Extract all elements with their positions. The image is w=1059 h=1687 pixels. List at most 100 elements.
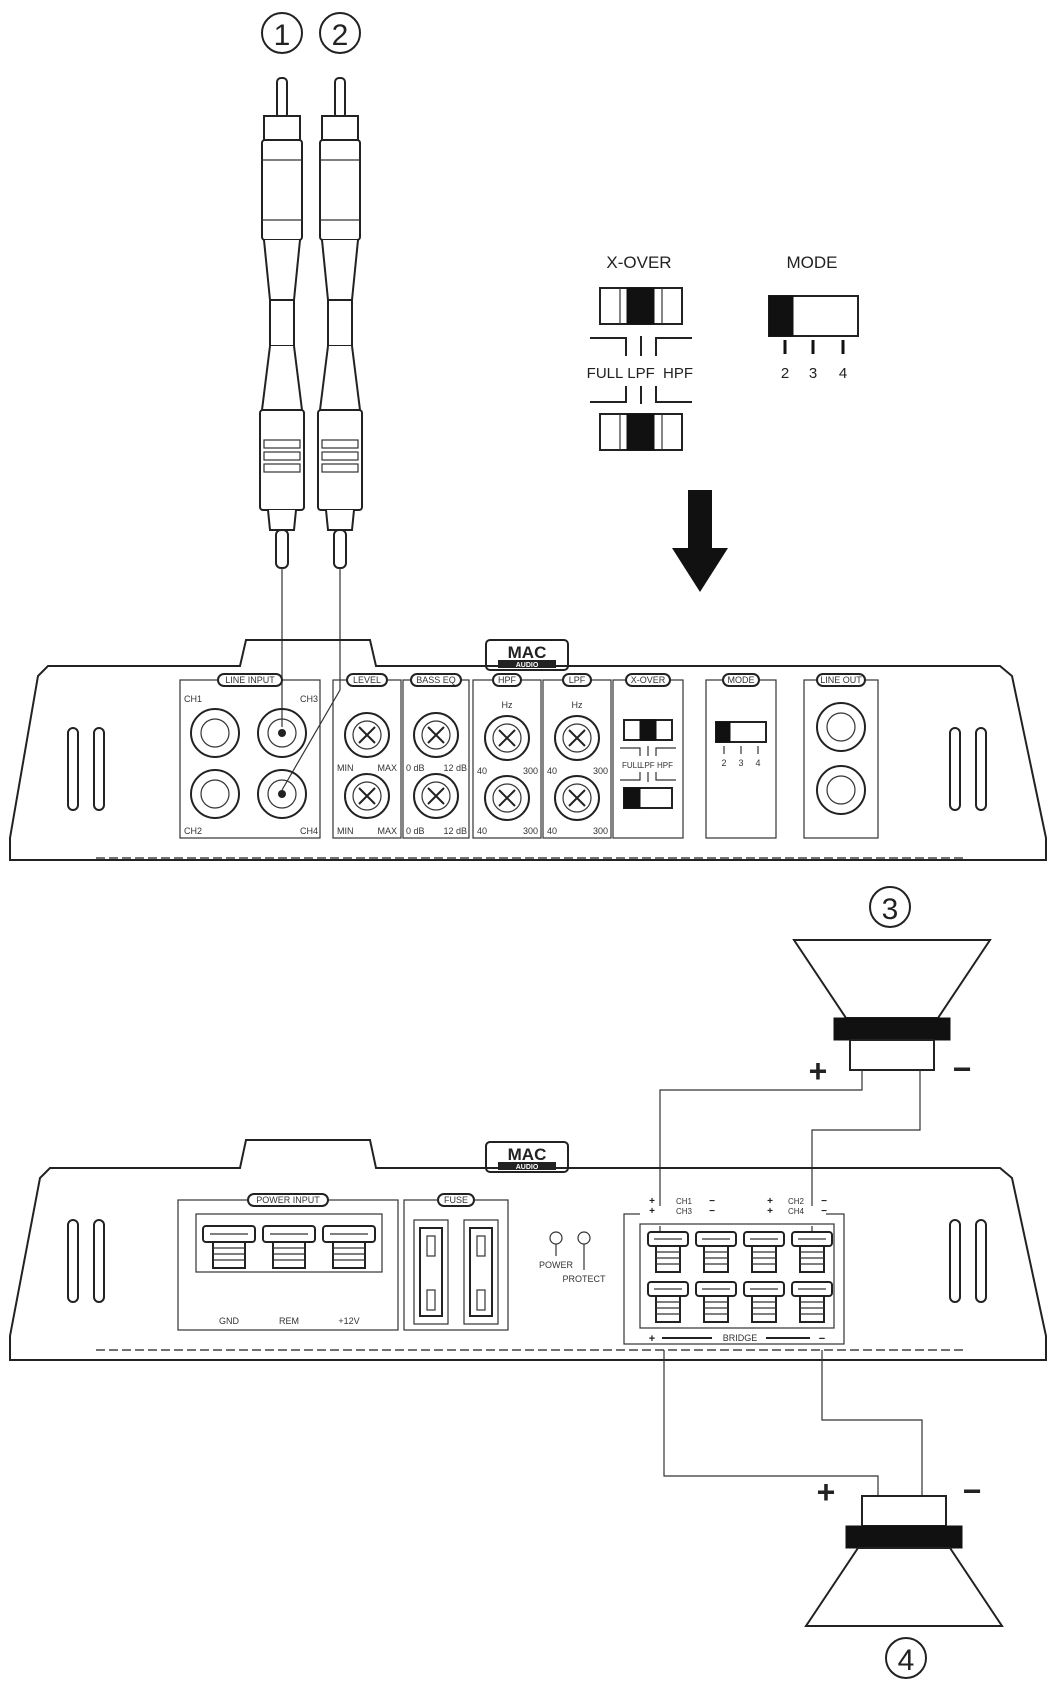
speaker-3-wires	[659, 1070, 921, 1234]
svg-text:HPF: HPF	[663, 365, 693, 382]
lpf-knob-1	[554, 715, 600, 761]
speaker-4-plus: +	[817, 1474, 836, 1510]
bass-eq-section: BASS EQ 0 dB 12 dB 0 dB 12 dB	[402, 673, 470, 839]
svg-text:+12V: +12V	[338, 1316, 359, 1326]
svg-text:−: −	[819, 1333, 825, 1345]
svg-text:40: 40	[547, 826, 557, 836]
svg-text:BRIDGE: BRIDGE	[723, 1333, 758, 1343]
svg-text:FULL: FULL	[622, 761, 642, 770]
power-led-label: POWER	[539, 1260, 574, 1270]
speaker-terminal-7	[743, 1281, 785, 1323]
svg-text:−: −	[709, 1206, 715, 1217]
level-knob-1	[344, 712, 390, 758]
svg-text:CH4: CH4	[788, 1207, 805, 1216]
panel-mode-section: MODE 2 3 4	[705, 673, 777, 839]
hpf-knob-1	[484, 715, 530, 761]
svg-text:0 dB: 0 dB	[406, 826, 425, 836]
svg-text:MAX: MAX	[377, 826, 397, 836]
svg-text:HPF: HPF	[498, 675, 517, 685]
svg-text:CH1: CH1	[184, 694, 202, 704]
svg-text:X-OVER: X-OVER	[631, 675, 666, 685]
callout-1: 1	[261, 12, 303, 54]
speaker-terminal-5	[647, 1281, 689, 1323]
svg-text:AUDIO: AUDIO	[516, 1164, 539, 1171]
mac-audio-logo-bottom: MAC AUDIO	[485, 1141, 569, 1173]
svg-text:−: −	[821, 1206, 827, 1217]
callout-4: 4	[885, 1637, 927, 1679]
lpf-knob-2	[554, 775, 600, 821]
xover-detail: X-OVER FULL LPF HPF	[587, 253, 693, 451]
svg-text:MAC: MAC	[508, 1145, 547, 1164]
svg-text:Hz: Hz	[502, 700, 513, 710]
svg-text:2: 2	[332, 19, 349, 52]
svg-text:LINE INPUT: LINE INPUT	[225, 675, 275, 685]
mac-audio-logo: MAC AUDIO	[485, 639, 569, 671]
svg-text:POWER INPUT: POWER INPUT	[256, 1195, 320, 1205]
svg-text:CH3: CH3	[676, 1207, 693, 1216]
svg-text:4: 4	[898, 1644, 915, 1677]
speaker-3-plus: +	[809, 1053, 828, 1089]
bottom-amplifier-panel: MAC AUDIO POWER INPUT	[9, 1139, 1047, 1361]
svg-text:300: 300	[593, 826, 608, 836]
svg-text:FULL: FULL	[587, 365, 624, 382]
level-section: LEVEL MIN MAX MIN MAX	[332, 673, 402, 839]
rca-cable-2	[281, 77, 363, 791]
fuse-2	[463, 1219, 499, 1325]
svg-text:3: 3	[738, 758, 743, 768]
svg-text:+: +	[649, 1206, 655, 1217]
svg-text:AUDIO: AUDIO	[516, 662, 539, 669]
line-out-jack-1	[816, 702, 866, 752]
svg-text:LPF: LPF	[627, 365, 655, 382]
power-terminal-rem	[262, 1225, 316, 1269]
svg-text:12 dB: 12 dB	[443, 763, 467, 773]
rca-jack-ch3	[257, 708, 307, 758]
speaker-3: + −	[792, 939, 992, 1089]
bass-eq-knob-1	[413, 712, 459, 758]
power-input-section: POWER INPUT GND REM +12V	[177, 1193, 399, 1331]
svg-text:MIN: MIN	[337, 826, 354, 836]
svg-text:1: 1	[274, 19, 291, 52]
lpf-section: LPF Hz 40 300 40 300	[542, 673, 612, 839]
svg-text:CH2: CH2	[184, 826, 202, 836]
down-arrow-icon	[672, 490, 728, 592]
svg-text:4: 4	[839, 365, 847, 382]
svg-text:REM: REM	[279, 1316, 299, 1326]
panel-xover-section: X-OVER FULL LPF HPF	[612, 673, 684, 839]
speaker-terminal-1	[647, 1231, 689, 1273]
speaker-4: + −	[804, 1473, 1004, 1627]
svg-text:3: 3	[882, 893, 899, 926]
svg-text:300: 300	[593, 766, 608, 776]
svg-text:FUSE: FUSE	[444, 1195, 468, 1205]
line-out-section: LINE OUT	[803, 673, 879, 839]
line-input-section: LINE INPUT CH1 CH3 CH2 CH4	[179, 673, 321, 839]
vent-slots-bottom	[67, 1219, 987, 1303]
speaker-terminal-8	[791, 1281, 833, 1323]
svg-text:−: −	[821, 1196, 827, 1207]
top-amplifier-panel: MAC AUDIO LINE INPUT CH1 CH3 CH2 CH4 LEV…	[9, 639, 1047, 861]
svg-text:+: +	[649, 1333, 655, 1345]
speaker-terminal-blocks	[647, 1231, 833, 1323]
svg-text:CH4: CH4	[300, 826, 318, 836]
xover-detail-title: X-OVER	[606, 253, 671, 272]
svg-text:2: 2	[721, 758, 726, 768]
mode-detail: MODE 2 3 4	[768, 253, 859, 382]
speaker-terminal-4	[791, 1231, 833, 1273]
svg-text:−: −	[709, 1196, 715, 1207]
speaker-4-wires	[663, 1350, 923, 1496]
hpf-section: HPF Hz 40 300 40 300	[472, 673, 542, 839]
callout-3: 3	[869, 886, 911, 928]
speaker-terminal-section: + + CH1 CH3 − − + + CH2 CH4 − −	[623, 1196, 845, 1345]
rca-jack-ch1	[190, 708, 240, 758]
power-terminal-gnd	[202, 1225, 256, 1269]
level-knob-2	[344, 773, 390, 819]
svg-text:HPF: HPF	[657, 761, 673, 770]
svg-text:MODE: MODE	[728, 675, 755, 685]
bass-eq-knob-2	[413, 773, 459, 819]
svg-text:CH3: CH3	[300, 694, 318, 704]
svg-text:2: 2	[781, 365, 789, 382]
svg-text:MAX: MAX	[377, 763, 397, 773]
svg-text:GND: GND	[219, 1316, 240, 1326]
speaker-4-minus: −	[963, 1473, 982, 1509]
svg-text:MAC: MAC	[508, 643, 547, 662]
